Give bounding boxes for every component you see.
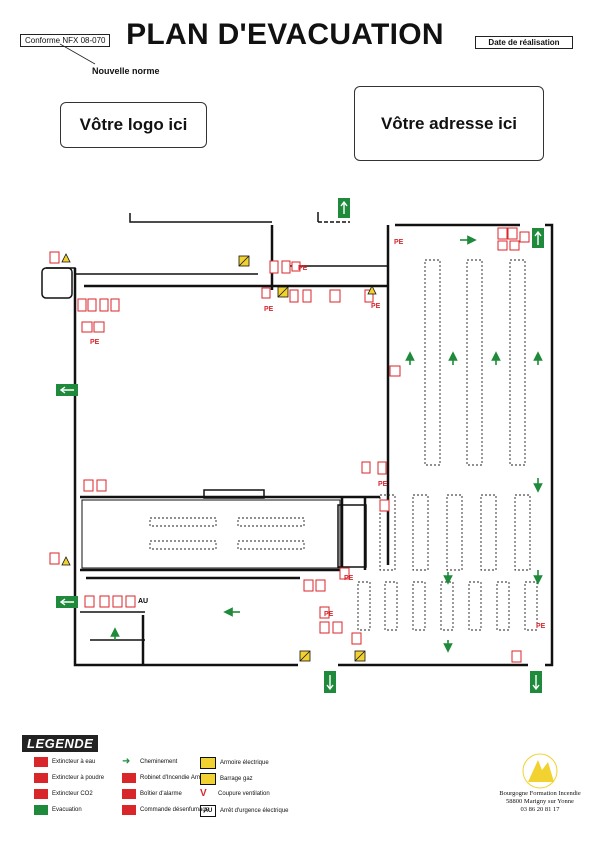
legend-item: Extincteur à poudre [34,773,104,783]
new-norm-label: Nouvelle norme [92,66,160,76]
evacuation-path-arrows [110,235,543,653]
legend-item: Extincteur CO2 [34,789,93,799]
company-phone: 03 86 20 81 17 [520,806,560,813]
legend-title: LEGENDE [22,735,99,752]
company-address: 58800 Marigny sur Yonne [506,798,574,805]
fire-point-label: PE [90,339,100,346]
fire-point-label: PE [344,575,354,582]
legend-item: Evacuation [34,805,82,815]
smoke-control-icon [122,805,136,815]
date-field[interactable]: Date de réalisation [475,36,573,49]
fire-point-label: PE [394,239,404,246]
company-name: Bourgogne Formation Incendie [499,790,581,797]
emergency-stop-icon: AU [200,805,216,817]
ventilation-cut-icon: V [200,788,207,799]
extinguisher-powder-icon [34,773,48,783]
company-logo [522,753,558,789]
fire-point-label: PE [371,303,381,310]
extinguisher-water-icon [34,757,48,767]
emergency-exits [56,198,544,693]
legend-item: Barrage gaz [200,773,253,785]
gas-shutoff-icon [200,773,216,785]
fire-point-label: PE [378,481,388,488]
safety-equipment [49,227,530,663]
legend: LEGENDE Extincteur à eau Extincteur à po… [22,735,292,825]
alarm-box-icon [122,789,136,799]
fire-point-label: PE [264,306,274,313]
legend-item: Boîtier d'alarme [122,789,182,799]
legend-item: ➜Cheminement [122,756,178,767]
legend-item: Commande désenfumage [122,805,209,815]
path-arrow-icon: ➜ [122,756,131,767]
evacuation-icon [34,805,48,815]
fire-point-label: PE [324,611,334,618]
electrical-cabinet-icon [200,757,216,769]
building-walls [73,223,554,667]
page-title: PLAN D'EVACUATION [126,18,444,51]
address-placeholder: Vôtre adresse ici [354,86,544,161]
fire-point-label: PE [298,265,308,272]
legend-item: Extincteur à eau [34,757,95,767]
fire-point-label: PE [536,623,546,630]
storage-racks [149,259,538,631]
legend-item: Robinet d'Incendie Armé [122,773,205,783]
fire-hose-icon [122,773,136,783]
norm-badge: Conforme NFX 08-070 [20,34,111,47]
emergency-stop-label: AU [138,598,148,605]
company-info: Bourgogne Formation Incendie 58800 Marig… [490,790,590,814]
legend-item: Armoire électrique [200,757,269,769]
logo-placeholder: Vôtre logo ici [60,102,207,148]
extinguisher-co2-icon [34,789,48,799]
